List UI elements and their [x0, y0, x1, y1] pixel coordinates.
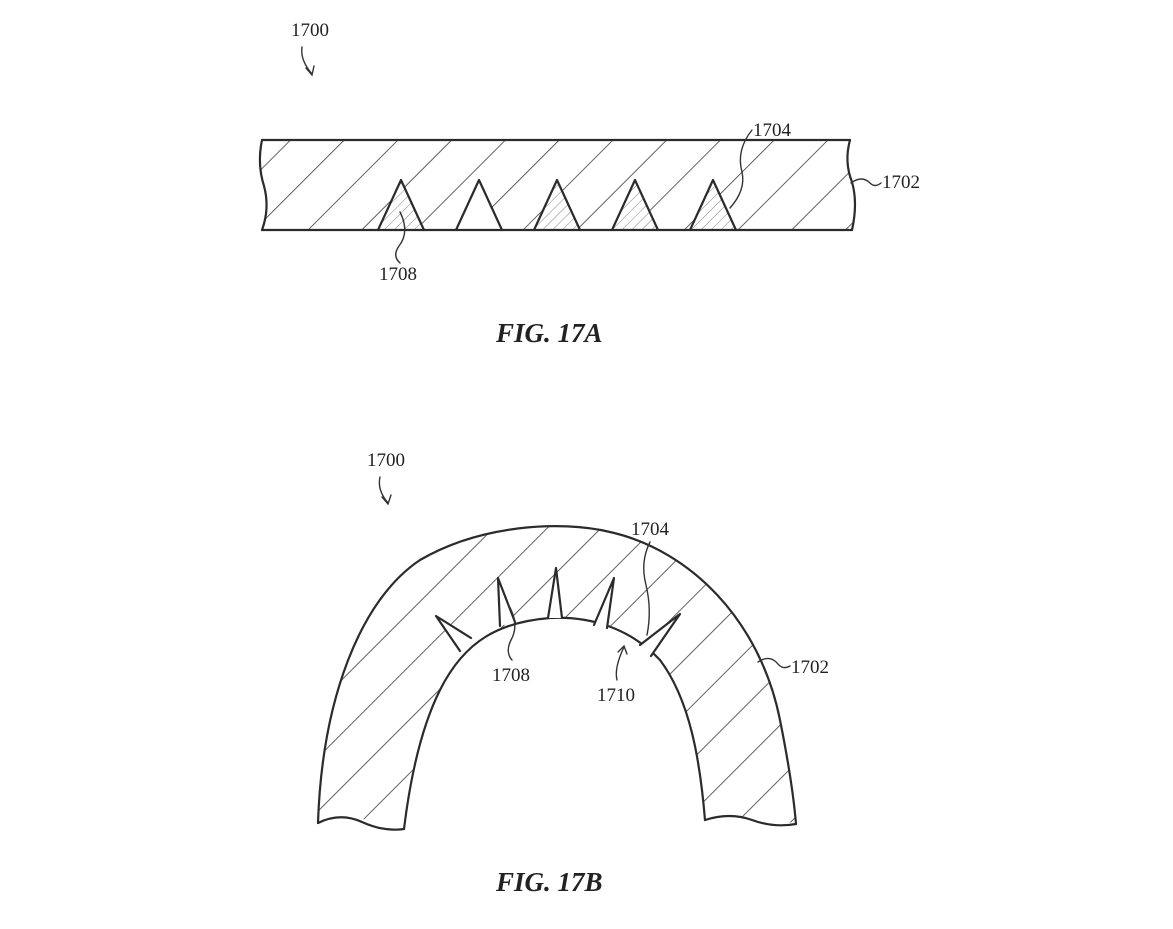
- fig-17a: 1700: [258, 20, 920, 348]
- layer-1702-arch: [316, 525, 798, 831]
- ref-label-1702-a: 1702: [882, 172, 920, 193]
- leader-1704-b: [643, 541, 651, 636]
- arrow-1700-a: [301, 46, 315, 77]
- leader-1708-a: [395, 211, 406, 264]
- fig-17b: 1700: [316, 450, 829, 897]
- ref-label-1700-a: 1700: [291, 20, 329, 41]
- arrow-1710: [615, 644, 628, 681]
- ref-label-1702-b: 1702: [791, 657, 829, 678]
- ref-label-1708-a: 1708: [379, 264, 417, 285]
- arrow-1700-b: [378, 476, 392, 506]
- ref-label-1700-b: 1700: [367, 450, 405, 471]
- ref-label-1710: 1710: [597, 685, 635, 706]
- layer-1702-strip: [258, 138, 857, 232]
- microspikes-1704-b: [434, 566, 682, 658]
- figure-caption-17b: FIG. 17B: [495, 867, 603, 897]
- leader-1704-a: [729, 129, 753, 209]
- ref-label-1704-b: 1704: [631, 519, 670, 540]
- leader-1702-b: [757, 657, 791, 669]
- leader-1708-b: [507, 603, 516, 661]
- leader-1702-a: [850, 178, 882, 187]
- figure-caption-17a: FIG. 17A: [495, 318, 603, 348]
- ref-label-1708-b: 1708: [492, 665, 530, 686]
- microspikes-1704-a: [376, 178, 738, 232]
- ref-label-1704-a: 1704: [753, 120, 792, 141]
